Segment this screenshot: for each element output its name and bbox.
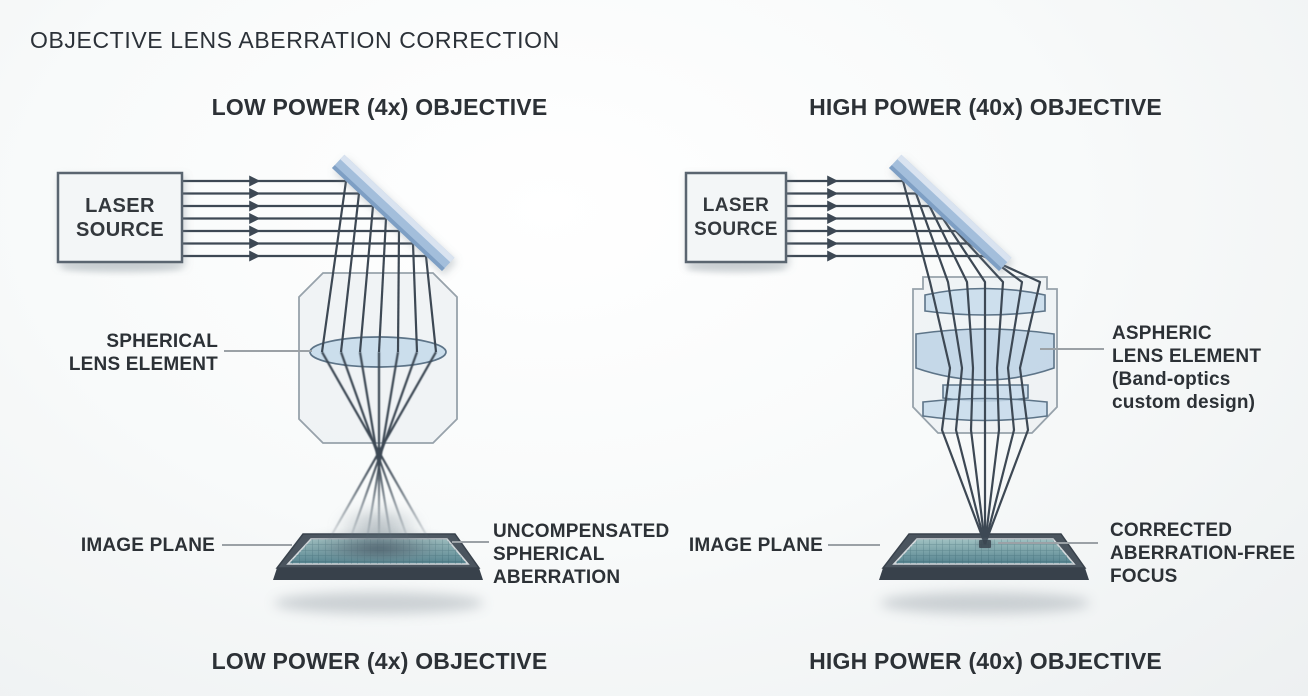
laser-beam-left	[182, 175, 426, 262]
box-shadow	[686, 263, 786, 273]
image-plane-label-left: IMAGE PLANE	[80, 535, 215, 556]
uncompensated-aberration-label: UNCOMPENSATED SPHERICAL ABERRATION	[493, 520, 669, 589]
corrected-rays	[901, 180, 1042, 545]
label-line: ABERRATION-FREE	[1110, 543, 1296, 564]
label-line: SPHERICAL	[106, 331, 218, 352]
heading-low-power-bottom: LOW POWER (4x) OBJECTIVE	[211, 648, 548, 674]
label-line: (Band-optics	[1112, 369, 1231, 390]
corrected-focus-label: CORRECTED ABERRATION-FREE FOCUS	[1110, 519, 1295, 588]
right-diagram	[684, 154, 1104, 614]
label-line: LASER	[85, 194, 155, 217]
page-title: OBJECTIVE LENS ABERRATION CORRECTION	[30, 27, 560, 53]
leader-lines-left	[222, 350, 489, 546]
laser-beam-right	[786, 175, 983, 262]
mirror-right	[889, 154, 1012, 271]
label-line: ASPHERIC	[1112, 323, 1212, 344]
leader-lines-right	[828, 348, 1104, 546]
plane-shadow	[274, 592, 484, 614]
focus-point	[973, 537, 997, 551]
label-line: custom design)	[1112, 392, 1256, 413]
left-diagram	[56, 154, 489, 614]
heading-low-power-top: LOW POWER (4x) OBJECTIVE	[211, 94, 548, 120]
label-line: LASER	[702, 194, 770, 216]
heading-high-power-top: HIGH POWER (40x) OBJECTIVE	[809, 94, 1162, 120]
aberration-blur-spot	[291, 503, 467, 566]
laser-source-label-left: LASER SOURCE	[58, 173, 182, 262]
laser-source-label-right: LASER SOURCE	[686, 173, 786, 262]
laser-source-box-right	[684, 171, 788, 264]
plane-grid	[894, 539, 1074, 564]
label-line: LENS ELEMENT	[68, 354, 218, 375]
label-line: UNCOMPENSATED	[493, 521, 670, 542]
label-line: LENS ELEMENT	[1112, 346, 1262, 367]
aspheric-lens-label: ASPHERIC LENS ELEMENT (Band-optics custo…	[1112, 322, 1261, 414]
plane-frame-front	[273, 568, 483, 580]
laser-source-box-left	[56, 171, 184, 264]
label-line: ABERRATION	[493, 567, 621, 588]
spherical-lens-label: SPHERICAL LENS ELEMENT	[55, 330, 218, 376]
label-line: CORRECTED	[1110, 520, 1233, 541]
label-line: SOURCE	[694, 218, 778, 240]
label-line: FOCUS	[1110, 566, 1178, 587]
plane-frame-front	[879, 568, 1089, 580]
mirror-left	[332, 154, 455, 271]
plane-shadow	[880, 592, 1090, 614]
box-shadow	[62, 263, 182, 273]
label-line: SPHERICAL	[493, 544, 605, 565]
label-line: SOURCE	[76, 218, 164, 241]
heading-high-power-bottom: HIGH POWER (40x) OBJECTIVE	[809, 648, 1162, 674]
image-plane-label-right: IMAGE PLANE	[688, 535, 823, 556]
